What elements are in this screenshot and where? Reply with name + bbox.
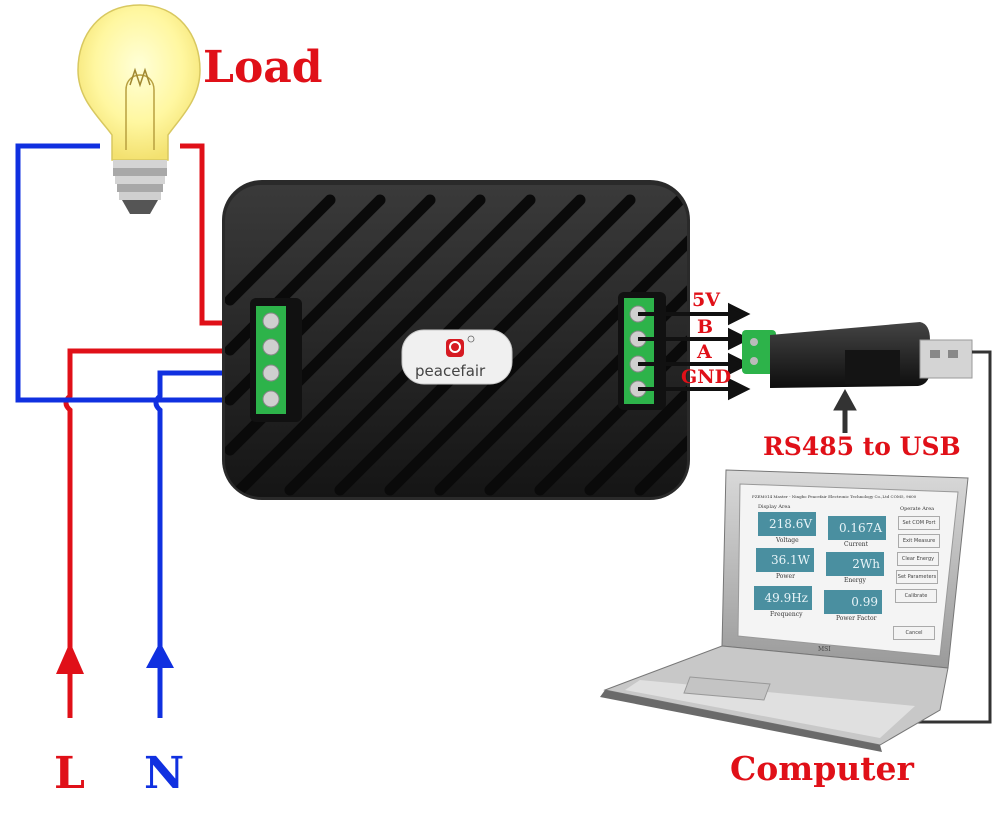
window-title: PZEM014 Master - Ningbo Peacefair Electr… bbox=[752, 494, 917, 499]
converter-pointer-arrow bbox=[833, 388, 857, 433]
load-label: Load bbox=[203, 42, 323, 93]
set-parameters-button[interactable]: Set Parameters bbox=[896, 570, 938, 584]
neutral-label: N bbox=[144, 748, 185, 799]
power-readout: 36.1W bbox=[756, 548, 814, 572]
operate-area-label: Operate Area bbox=[900, 506, 935, 512]
current-caption: Current bbox=[844, 541, 869, 548]
set-com-port-button[interactable]: Set COM Port bbox=[898, 516, 940, 530]
cancel-button[interactable]: Cancel bbox=[893, 626, 935, 640]
computer-label: Computer bbox=[730, 749, 914, 788]
line-label: L bbox=[54, 748, 85, 799]
power-caption: Power bbox=[776, 573, 795, 580]
terminal-label-a: A bbox=[697, 341, 712, 363]
energy-caption: Energy bbox=[844, 577, 866, 584]
input-terminal-block bbox=[250, 298, 302, 422]
brand-name: peacefair bbox=[415, 362, 486, 380]
terminal-label-gnd: GND bbox=[681, 366, 732, 388]
laptop-brand: MSI bbox=[818, 646, 831, 653]
terminal-label-5v: 5V bbox=[692, 289, 720, 311]
rs485-usb-converter bbox=[742, 322, 973, 388]
power-factor-readout: 0.99 bbox=[824, 590, 882, 614]
converter-label: RS485 to USB bbox=[763, 432, 961, 461]
voltage-readout: 218.6V bbox=[758, 512, 816, 536]
line-input-arrow bbox=[56, 642, 84, 674]
frequency-caption: Frequency bbox=[770, 611, 803, 618]
neutral-wires bbox=[15, 143, 262, 718]
neutral-input-arrow bbox=[146, 642, 174, 668]
calibrate-button[interactable]: Calibrate bbox=[895, 589, 937, 603]
brand-logo-icon bbox=[446, 335, 475, 357]
display-area-label: Display Area bbox=[758, 504, 791, 510]
exit-measure-button[interactable]: Exit Measure bbox=[898, 534, 940, 548]
software-window: PZEM014 Master - Ningbo Peacefair Electr… bbox=[748, 494, 940, 640]
energy-readout: 2Wh bbox=[826, 552, 884, 576]
terminal-label-b: B bbox=[697, 316, 714, 338]
rs485-signal-arrows bbox=[638, 302, 751, 401]
rs485-terminal-block bbox=[618, 292, 666, 410]
voltage-caption: Voltage bbox=[776, 537, 799, 544]
clear-energy-button[interactable]: Clear Energy bbox=[897, 552, 939, 566]
energy-meter-module bbox=[222, 180, 690, 500]
current-readout: 0.167A bbox=[828, 516, 886, 540]
light-bulb-icon bbox=[77, 4, 201, 214]
frequency-readout: 49.9Hz bbox=[754, 586, 812, 610]
power-factor-caption: Power Factor bbox=[836, 615, 877, 622]
usb-cable bbox=[885, 350, 992, 724]
